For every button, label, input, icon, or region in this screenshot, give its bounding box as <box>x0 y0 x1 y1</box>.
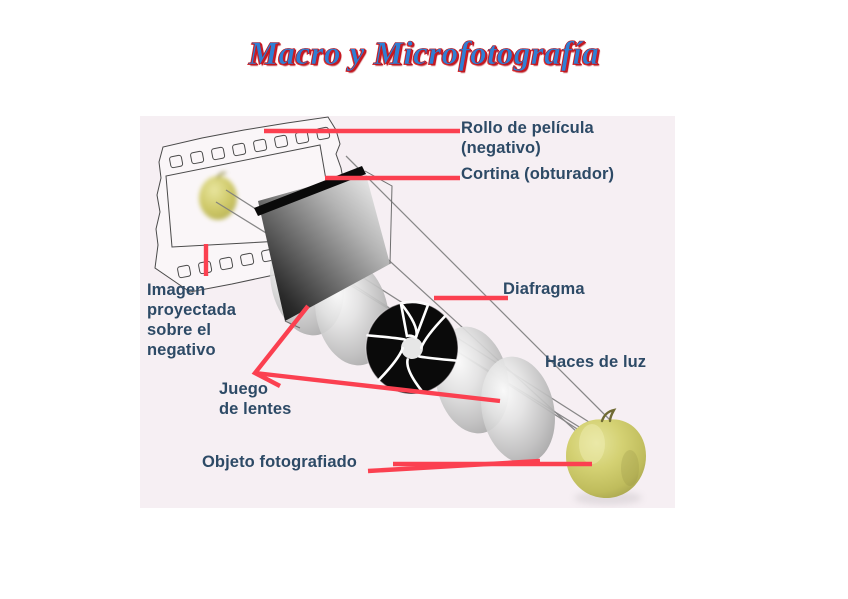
label-objeto-fotografiado: Objeto fotografiado <box>202 453 357 471</box>
leader-lines <box>203 128 592 474</box>
camera-optics-diagram-panel: Rollo de película (negativo) Cortina (ob… <box>140 116 675 508</box>
label-cortina-obturador: Cortina (obturador) <box>461 165 615 183</box>
apple-subject <box>566 408 646 505</box>
camera-optics-diagram <box>154 116 646 505</box>
title-block: Macro y Microfotografía <box>0 36 848 73</box>
lens-4 <box>481 356 555 464</box>
leader-juego-lower <box>254 370 501 404</box>
label-rollo-de-pelicula: Rollo de película (negativo) <box>461 119 594 157</box>
page-title: Macro y Microfotografía <box>248 36 600 73</box>
iris-diaphragm <box>365 300 459 395</box>
label-haces-de-luz: Haces de luz <box>545 353 647 371</box>
label-juego-de-lentes: Juego de lentes <box>219 380 292 418</box>
label-imagen-proyectada: Imagen proyectada sobre el negativo <box>147 281 237 359</box>
label-diafragma: Diafragma <box>503 280 585 298</box>
